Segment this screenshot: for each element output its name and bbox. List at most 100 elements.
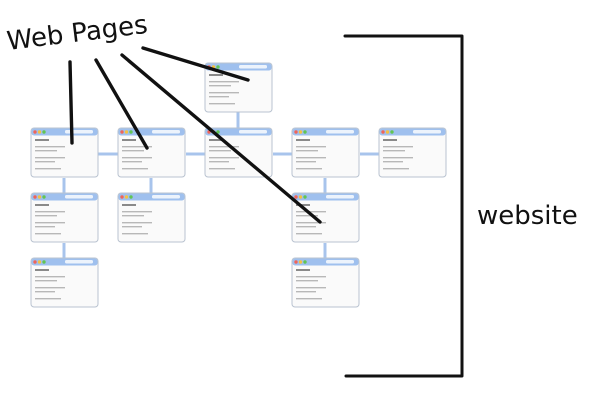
text-line-placeholder — [209, 103, 235, 105]
text-line-placeholder — [122, 157, 152, 159]
window-control-dot — [303, 195, 307, 199]
address-bar — [326, 130, 354, 134]
window-control-dot — [42, 195, 46, 199]
text-line-placeholder — [209, 92, 239, 94]
text-line-placeholder — [209, 146, 239, 148]
text-line-placeholder — [296, 146, 326, 148]
text-line-placeholder — [122, 146, 152, 148]
page-heading-placeholder — [296, 269, 310, 271]
text-line-placeholder — [122, 211, 152, 213]
text-line-placeholder — [296, 161, 316, 163]
page-heading-placeholder — [296, 204, 310, 206]
text-line-placeholder — [209, 150, 231, 152]
address-bar — [65, 195, 93, 199]
web-page-window — [30, 257, 99, 308]
text-line-placeholder — [122, 226, 142, 228]
window-control-dot — [124, 130, 129, 134]
pointer-line — [68, 60, 74, 145]
page-heading-placeholder — [122, 204, 136, 206]
window-control-dot — [33, 195, 37, 199]
window-control-dot — [129, 195, 133, 199]
window-control-dot — [33, 260, 37, 264]
pointer-line — [94, 58, 149, 150]
window-control-dot — [37, 195, 42, 199]
text-line-placeholder — [122, 233, 148, 235]
text-line-placeholder — [35, 215, 57, 217]
text-line-placeholder — [35, 211, 65, 213]
text-line-placeholder — [296, 233, 322, 235]
page-heading-placeholder — [209, 139, 223, 141]
address-bar — [65, 130, 93, 134]
window-control-dot — [120, 130, 124, 134]
text-line-placeholder — [35, 146, 65, 148]
text-line-placeholder — [35, 161, 55, 163]
text-line-placeholder — [209, 81, 239, 83]
window-control-dot — [390, 130, 394, 134]
text-line-placeholder — [35, 287, 65, 289]
pointer-line — [120, 53, 322, 224]
text-line-placeholder — [122, 150, 144, 152]
text-line-placeholder — [209, 85, 231, 87]
window-control-dot — [303, 260, 307, 264]
text-line-placeholder — [35, 222, 65, 224]
address-bar — [152, 195, 180, 199]
text-line-placeholder — [122, 222, 152, 224]
page-heading-placeholder — [383, 139, 397, 141]
text-line-placeholder — [383, 150, 405, 152]
text-line-placeholder — [296, 287, 326, 289]
web-page-window — [291, 127, 360, 178]
text-line-placeholder — [296, 222, 326, 224]
window-control-dot — [294, 195, 298, 199]
text-line-placeholder — [296, 157, 326, 159]
web-page-windows — [30, 62, 447, 308]
text-line-placeholder — [296, 280, 318, 282]
web-page-window — [117, 192, 186, 243]
window-control-dot — [381, 130, 385, 134]
text-line-placeholder — [296, 276, 326, 278]
text-line-placeholder — [383, 161, 403, 163]
address-bar — [326, 195, 354, 199]
text-line-placeholder — [296, 168, 322, 170]
web-page-window — [378, 127, 447, 178]
text-line-placeholder — [35, 291, 55, 293]
page-heading-placeholder — [35, 139, 49, 141]
window-control-dot — [129, 130, 133, 134]
page-heading-placeholder — [122, 139, 136, 141]
web-page-window — [291, 257, 360, 308]
text-line-placeholder — [383, 157, 413, 159]
text-line-placeholder — [35, 276, 65, 278]
window-control-dot — [294, 260, 298, 264]
address-bar — [65, 260, 93, 264]
web-page-window — [291, 192, 360, 243]
window-control-dot — [298, 260, 303, 264]
window-control-dot — [37, 260, 42, 264]
window-control-dot — [124, 195, 129, 199]
text-line-placeholder — [209, 168, 235, 170]
address-bar — [152, 130, 180, 134]
page-heading-placeholder — [35, 204, 49, 206]
text-line-placeholder — [296, 211, 326, 213]
text-line-placeholder — [383, 168, 409, 170]
web-page-window — [30, 192, 99, 243]
sitemap-connectors — [62, 111, 380, 258]
pointer-lines — [68, 46, 322, 224]
text-line-placeholder — [35, 298, 61, 300]
window-control-dot — [42, 130, 46, 134]
website-label: website — [477, 201, 578, 231]
text-line-placeholder — [383, 146, 413, 148]
window-control-dot — [42, 260, 46, 264]
text-line-placeholder — [122, 215, 144, 217]
window-control-dot — [303, 130, 307, 134]
address-bar — [239, 130, 267, 134]
text-line-placeholder — [209, 157, 239, 159]
window-control-dot — [216, 130, 220, 134]
window-control-dot — [37, 130, 42, 134]
page-heading-placeholder — [35, 269, 49, 271]
text-line-placeholder — [35, 226, 55, 228]
address-bar — [239, 65, 267, 69]
page-heading-placeholder — [209, 74, 223, 76]
web-page-window — [204, 62, 273, 113]
text-line-placeholder — [122, 168, 148, 170]
text-line-placeholder — [35, 150, 57, 152]
